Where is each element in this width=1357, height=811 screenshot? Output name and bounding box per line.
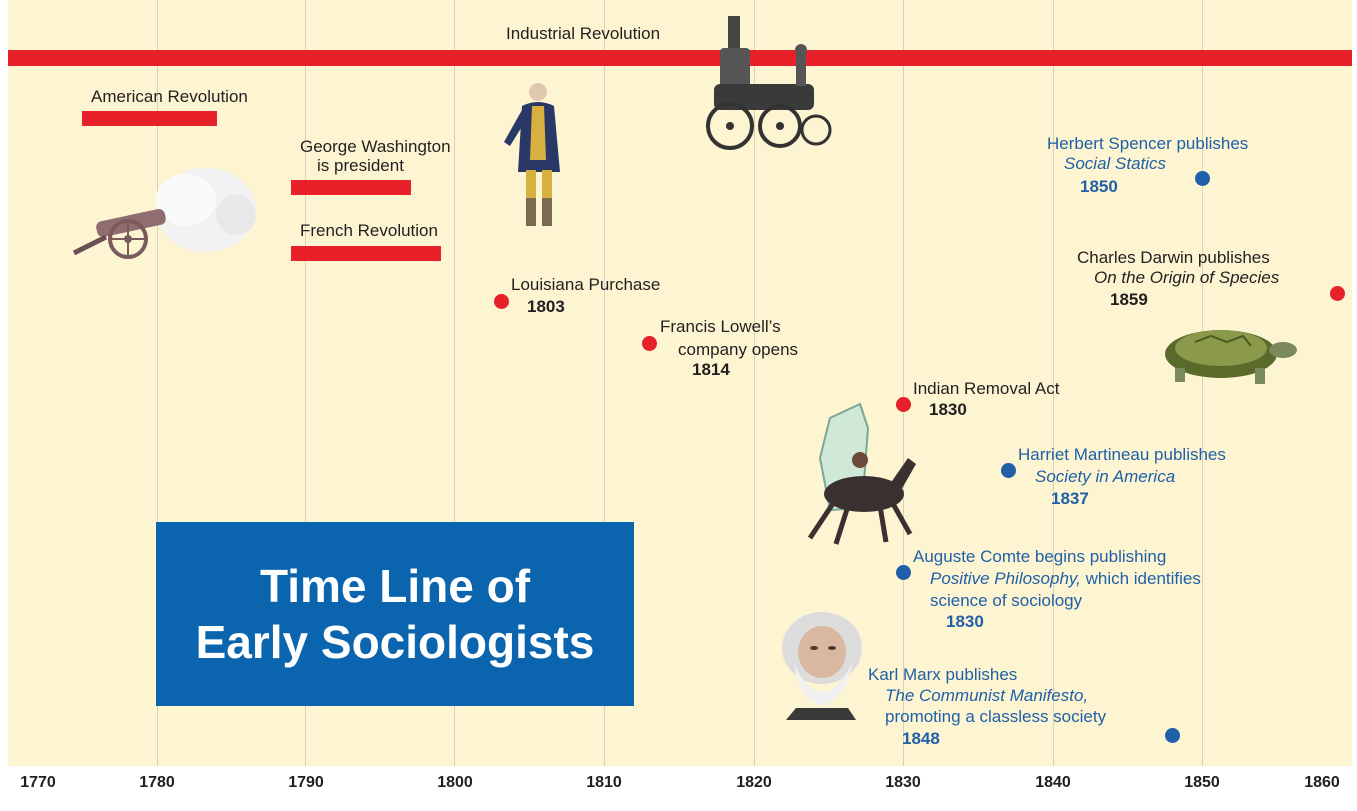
lowell-marker [642,336,657,351]
gridline-1800 [454,0,455,766]
louisiana-marker [494,294,509,309]
comte-work-line: Positive Philosophy, which identifies [930,569,1201,589]
darwin-work-title: On the Origin of Species [1094,268,1280,287]
year-label: 1790 [288,774,324,791]
tortoise-icon [1165,330,1297,384]
martineau-label: Harriet Martineau publishes [1018,445,1226,464]
title-line2: Early Sociologists [195,616,595,668]
martineau-marker [1001,463,1016,478]
comte-year: 1830 [946,612,984,631]
karl-marx-portrait [782,612,862,720]
indian-removal-label: Indian Removal Act [913,379,1060,398]
martineau-year: 1837 [1051,489,1089,508]
year-label: 1780 [139,774,175,791]
indian-removal-marker [896,397,911,412]
spencer-label: Herbert Spencer publishes [1047,134,1249,153]
washington-label-line1: George Washington [300,137,451,156]
comte-label: Auguste Comte begins publishing [913,547,1167,566]
year-label: 1850 [1184,774,1220,791]
native-american-rider-figure [807,402,916,545]
martineau-work-title: Society in America [1035,467,1176,486]
industrial-revolution-bar [8,50,1352,66]
comte-work-title: Positive Philosophy, [930,569,1081,588]
french-revolution-bar [291,246,441,261]
darwin-year: 1859 [1110,290,1148,309]
darwin-work: On the Origin of Species [1094,268,1279,288]
louisiana-year: 1803 [527,297,565,316]
marx-work: The Communist Manifesto, [885,686,1088,706]
marx-label: Karl Marx publishes [868,665,1018,684]
marx-year: 1848 [902,729,940,748]
martineau-work: Society in America [1035,467,1175,487]
spencer-work-title: Social Statics [1064,154,1167,173]
spencer-year: 1850 [1080,177,1118,196]
gridline-1810 [604,0,605,766]
washington-presidency-bar [291,180,411,195]
french-revolution-label: French Revolution [300,221,438,240]
louisiana-label: Louisiana Purchase [511,275,661,294]
year-label: 1820 [736,774,772,791]
marx-work-title: The Communist Manifesto, [885,686,1089,705]
american-revolution-label: American Revolution [91,87,248,106]
year-label: 1860 [1304,774,1340,791]
cannon-icon [72,168,256,259]
year-label: 1830 [885,774,921,791]
comte-label-line3: science of sociology [930,591,1083,610]
gridline-1840 [1053,0,1054,766]
george-washington-figure [504,83,560,226]
washington-label-line2: is president [317,156,404,175]
spencer-work: Social Statics [1064,154,1166,174]
darwin-marker [1330,286,1345,301]
title-box: Time Line of Early Sociologists [156,522,634,706]
spencer-marker [1195,171,1210,186]
lowell-label-line2: company opens [678,340,799,359]
industrial-revolution-label: Industrial Revolution [506,24,661,43]
year-label: 1800 [437,774,473,791]
american-revolution-bar [82,111,217,126]
comte-marker [896,565,911,580]
gridline-1820 [754,0,755,766]
gridline-1790 [305,0,306,766]
gridline-1780 [157,0,158,766]
darwin-label: Charles Darwin publishes [1077,248,1270,267]
gridline-1830 [903,0,904,766]
indian-removal-year: 1830 [929,400,967,419]
lowell-year: 1814 [692,360,730,379]
year-label: 1840 [1035,774,1071,791]
marx-marker [1165,728,1180,743]
gridline-1850 [1202,0,1203,766]
year-label: 1770 [20,774,56,791]
year-label: 1810 [586,774,622,791]
steam-locomotive-icon [706,16,832,150]
lowell-label-line1: Francis Lowell’s [660,317,781,336]
title-line1: Time Line of [259,560,531,612]
comte-work-rest: which identifies [1080,569,1201,588]
marx-label-line3: promoting a classless society [885,707,1107,726]
